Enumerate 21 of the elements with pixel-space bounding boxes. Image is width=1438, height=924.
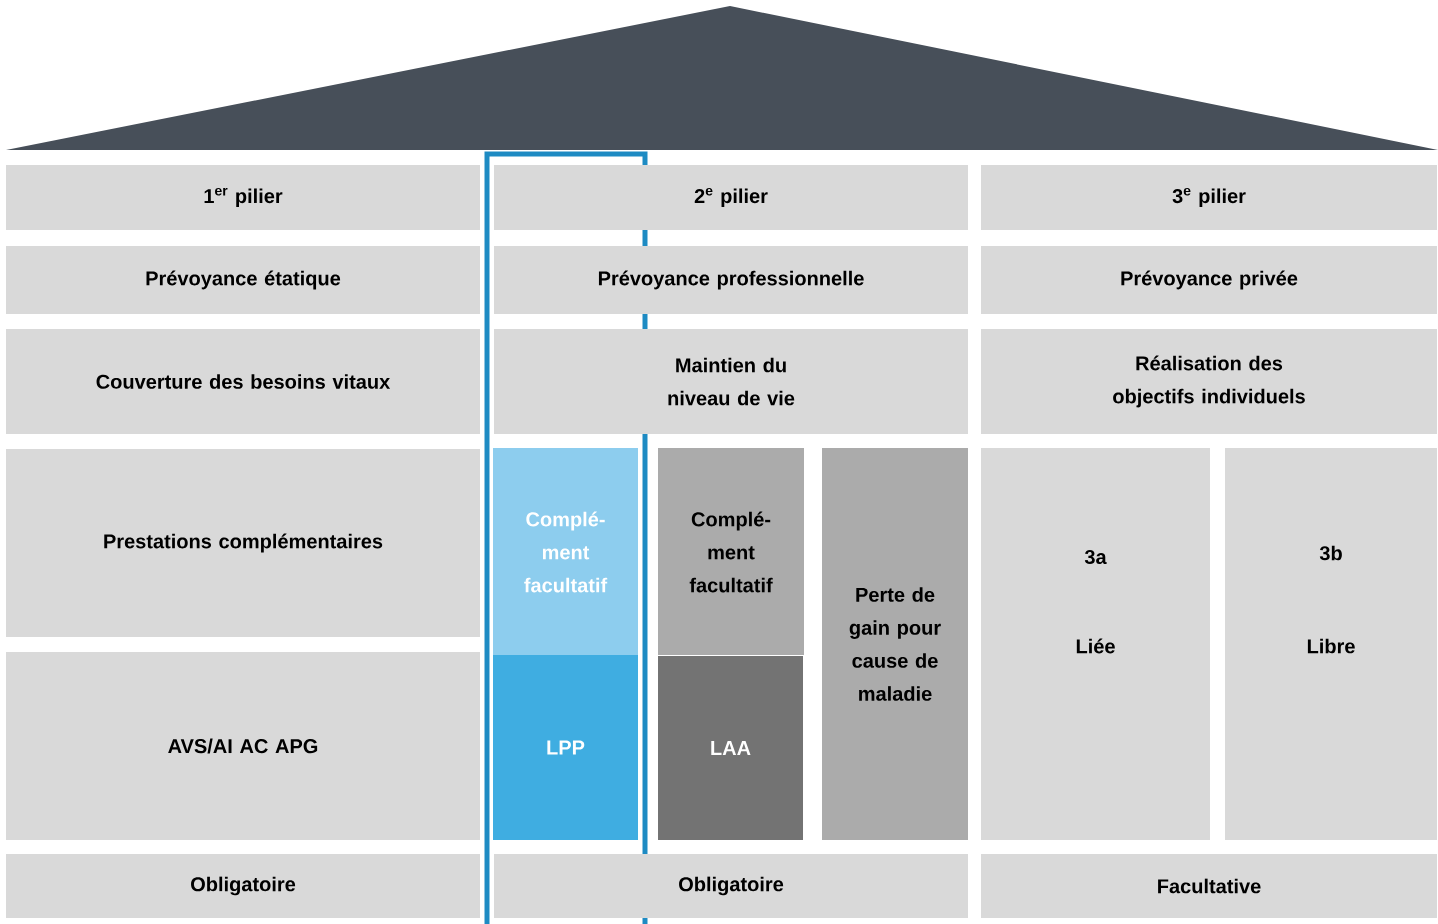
pillar-box: 1$^{er}$ pilier <box>6 165 480 230</box>
pillar-box: AVS/AI AC APG <box>6 652 480 840</box>
pillar-box: Maintien du niveau de vie <box>494 329 968 434</box>
pillar-box: Perte de gain pour cause de maladie <box>822 448 968 840</box>
pillar-box: 3a Liée <box>981 448 1210 840</box>
pillar-box: LPP <box>493 655 638 840</box>
pillar-box: Prévoyance étatique <box>6 246 480 314</box>
pillar-box: Couverture des besoins vitaux <box>6 329 480 434</box>
pillar-box: Prévoyance privée <box>981 246 1437 314</box>
pillar-box: Réalisation des objectifs individuels <box>981 329 1437 434</box>
pillar-box: Complé- ment facultatif <box>658 448 804 655</box>
pillar-box: Prestations complémentaires <box>6 449 480 637</box>
pillar-box: Facultative <box>981 854 1437 918</box>
pillar-box: 3b Libre <box>1225 448 1437 840</box>
pillar-box: Complé- ment facultatif <box>493 448 638 655</box>
pillar-box: Prévoyance professionnelle <box>494 246 968 314</box>
pillar-box: Obligatoire <box>494 854 968 918</box>
pillar-box: 2$^{e}$ pilier <box>494 165 968 230</box>
pillar-box: LAA <box>658 656 803 840</box>
pillar-box: 3$^{e}$ pilier <box>981 165 1437 230</box>
pillar-box: Obligatoire <box>6 854 480 918</box>
